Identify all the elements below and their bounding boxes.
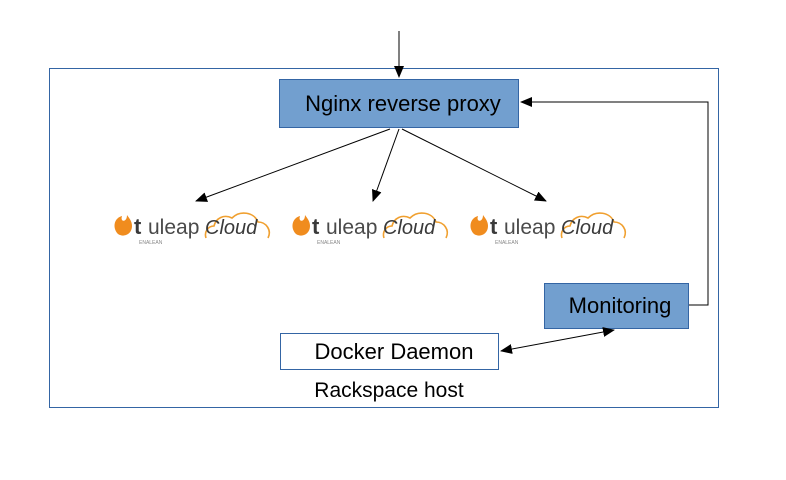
flame-icon [292,215,310,236]
logo-t-letter: t [490,214,498,239]
nginx-to-tuleap-2-arrow [372,128,400,202]
docker-monitoring-link-arrow [500,327,615,354]
monitoring-to-nginx-arrow [520,97,709,306]
logo-wordmark: uleap [326,216,377,239]
nginx-to-tuleap-3-arrow [401,128,547,202]
tuleap-cloud-logo-1: t uleap Cloud ENALEAN [114,212,271,246]
logo-subtext: ENALEAN [139,240,163,246]
docker-daemon-node: Docker Daemon [280,333,499,370]
logo-t-letter: t [134,214,142,239]
monitoring-label: Monitoring [569,293,672,318]
logo-wordmark: uleap [148,216,199,239]
monitoring-node: Monitoring [544,283,689,329]
tuleap-cloud-logo-2: t uleap Cloud ENALEAN [292,212,449,246]
logo-subtext: ENALEAN [495,240,519,246]
tuleap-cloud-logo-3: t uleap Cloud ENALEAN [470,212,627,246]
nginx-reverse-proxy-label: Nginx reverse proxy [305,91,501,116]
logo-cloud-text: Cloud [205,217,258,239]
flame-icon [470,215,488,236]
logo-cloud-text: Cloud [383,217,436,239]
rackspace-host-label: Rackspace host [314,379,464,402]
logo-subtext: ENALEAN [317,240,341,246]
logo-t-letter: t [312,214,320,239]
cloud-outline-icon [382,212,449,239]
cloud-outline-icon [560,212,627,239]
flame-icon [114,215,132,236]
nginx-to-tuleap-1-arrow [195,128,391,202]
logo-cloud-text: Cloud [561,217,614,239]
logo-wordmark: uleap [504,216,555,239]
docker-daemon-label: Docker Daemon [315,339,474,364]
cloud-outline-icon [204,212,271,239]
rackspace-host-frame [49,68,719,408]
nginx-reverse-proxy-node: Nginx reverse proxy [279,79,519,128]
